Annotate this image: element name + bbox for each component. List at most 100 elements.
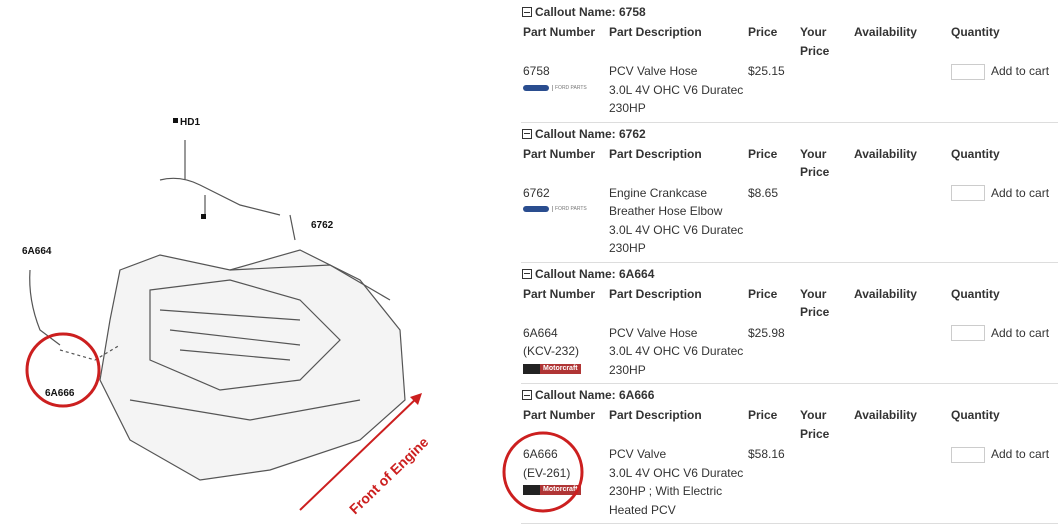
callout-toggle[interactable]: Callout Name: 6762 [522,126,1058,144]
description-line: PCV Valve [609,447,667,461]
ford-oval-icon [523,206,549,212]
availability [854,62,951,118]
label-6a664: 6A664 [22,246,52,257]
header-part-number: Part Number [523,286,596,301]
collapse-icon[interactable] [522,128,532,139]
ford-parts-logo: Ford Parts [523,83,609,93]
availability [854,445,951,519]
label-6762: 6762 [311,220,334,231]
header-price: Price [748,146,778,161]
header-quantity: Quantity [951,146,1000,161]
header-availability: Availability [854,408,917,422]
part-description: PCV Valve 3.0L 4V OHC V6 Duratec 230HP ; W… [609,445,748,519]
callout-title: Callout Name: 6A666 [535,388,655,402]
header-part-description: Part Description [609,25,702,39]
brand-name: Ford Parts [552,84,587,91]
collapse-icon[interactable] [522,7,532,17]
header-availability: Availability [854,286,917,301]
description-line: 3.0L 4V OHC V6 Duratec [609,82,744,97]
description-line: 230HP ; With Electric [609,484,723,498]
engine-illustration: HD1 6762 6A664 6A666 Front of Engine [22,117,432,518]
highlight-circle [25,332,101,408]
part-number[interactable]: 6A666 [523,447,558,461]
quantity-cell: Add to cart [951,324,1058,380]
table-header: Part Number Part Description Price Your … [521,23,1058,62]
front-arrow [299,394,421,511]
description-line: 230HP [609,241,646,255]
label-hd1: HD1 [180,117,200,128]
collapse-icon[interactable] [522,390,532,400]
quantity-cell: Add to cart [951,184,1058,258]
header-price: Price [748,25,778,39]
description-line: 230HP [609,362,646,377]
description-line: PCV Valve Hose [609,64,698,78]
quantity-cell: Add to cart [951,445,1058,519]
quantity-input[interactable] [951,446,985,463]
price: $8.65 [748,185,779,200]
ford-oval-icon [523,84,549,91]
part-number[interactable]: 6A664 [523,325,558,340]
callout-title: Callout Name: 6A664 [535,266,655,281]
description-line: PCV Valve Hose [609,325,698,340]
header-your-price: Your Price [800,408,830,441]
price: $25.15 [748,64,785,78]
parts-diagram: HD1 6762 6A664 6A666 Front of Engine [0,0,500,523]
price: $58.16 [748,447,785,461]
motorcraft-logo: Motorcraft [523,363,581,374]
callout-title: Callout Name: 6758 [535,5,646,19]
brand-name: Motorcraft [540,485,581,495]
callout-toggle[interactable]: Callout Name: 6758 [522,4,1058,22]
header-quantity: Quantity [951,286,1000,301]
callout-toggle[interactable]: Callout Name: 6A664 [522,266,1058,284]
header-quantity: Quantity [951,25,1000,39]
header-availability: Availability [854,146,917,161]
part-number[interactable]: 6758 [523,64,550,78]
add-to-cart-link[interactable]: Add to cart [991,64,1050,78]
callout-toggle[interactable]: Callout Name: 6A666 [522,387,1058,405]
your-price [800,62,854,118]
header-price: Price [748,408,778,422]
availability [854,324,951,380]
add-to-cart-link[interactable]: Add to cart [991,325,1050,340]
collapse-icon[interactable] [522,268,532,279]
header-part-number: Part Number [523,146,596,161]
table-header: Part Number Part Description Price Your … [521,145,1058,184]
header-your-price: Your Price [800,286,830,320]
header-availability: Availability [854,25,917,39]
table-row: 6762Ford Parts Engine CrankcaseBreather … [521,184,1058,258]
label-6a666: 6A666 [45,388,75,399]
description-line: Engine Crankcase [609,185,708,200]
description-line: 3.0L 4V OHC V6 Duratec [609,344,744,358]
callout-section: Callout Name: 6758 Part Number Part Desc… [521,4,1058,123]
header-part-description: Part Description [609,286,702,301]
quantity-input[interactable] [951,63,985,80]
callout-section: Callout Name: 6A664 Part Number Part Des… [521,266,1058,384]
front-of-engine-label: Front of Engine [346,434,432,518]
add-to-cart-link[interactable]: Add to cart [991,447,1050,461]
header-your-price: Your Price [800,146,830,180]
description-line: Heated PCV [609,502,676,517]
your-price [800,445,854,519]
your-price [800,184,854,258]
callout-section: Callout Name: 6762 Part Number Part Desc… [521,126,1058,263]
header-part-description: Part Description [609,146,702,161]
header-part-number: Part Number [523,408,596,422]
availability [854,184,951,258]
quantity-input[interactable] [951,325,985,342]
your-price [800,324,854,380]
quantity-input[interactable] [951,185,985,202]
brand-name: Ford Parts [552,206,587,212]
part-description: PCV Valve Hose 3.0L 4V OHC V6 Duratec 230H… [609,324,748,380]
table-header: Part Number Part Description Price Your … [521,285,1058,324]
add-to-cart-link[interactable]: Add to cart [991,185,1050,200]
brand-name: Motorcraft [540,363,581,374]
description-line: 3.0L 4V OHC V6 Duratec [609,465,744,480]
motorcraft-logo: Motorcraft [523,485,581,495]
part-alt-number: (KCV-232) [523,344,580,358]
table-row: 6A664 (KCV-232) Motorcraft PCV Valve Hose 3… [521,324,1058,380]
table-row: 6758Ford Parts PCV Valve Hose 3.0L 4V OHC… [521,62,1058,118]
part-number[interactable]: 6762 [523,185,550,200]
